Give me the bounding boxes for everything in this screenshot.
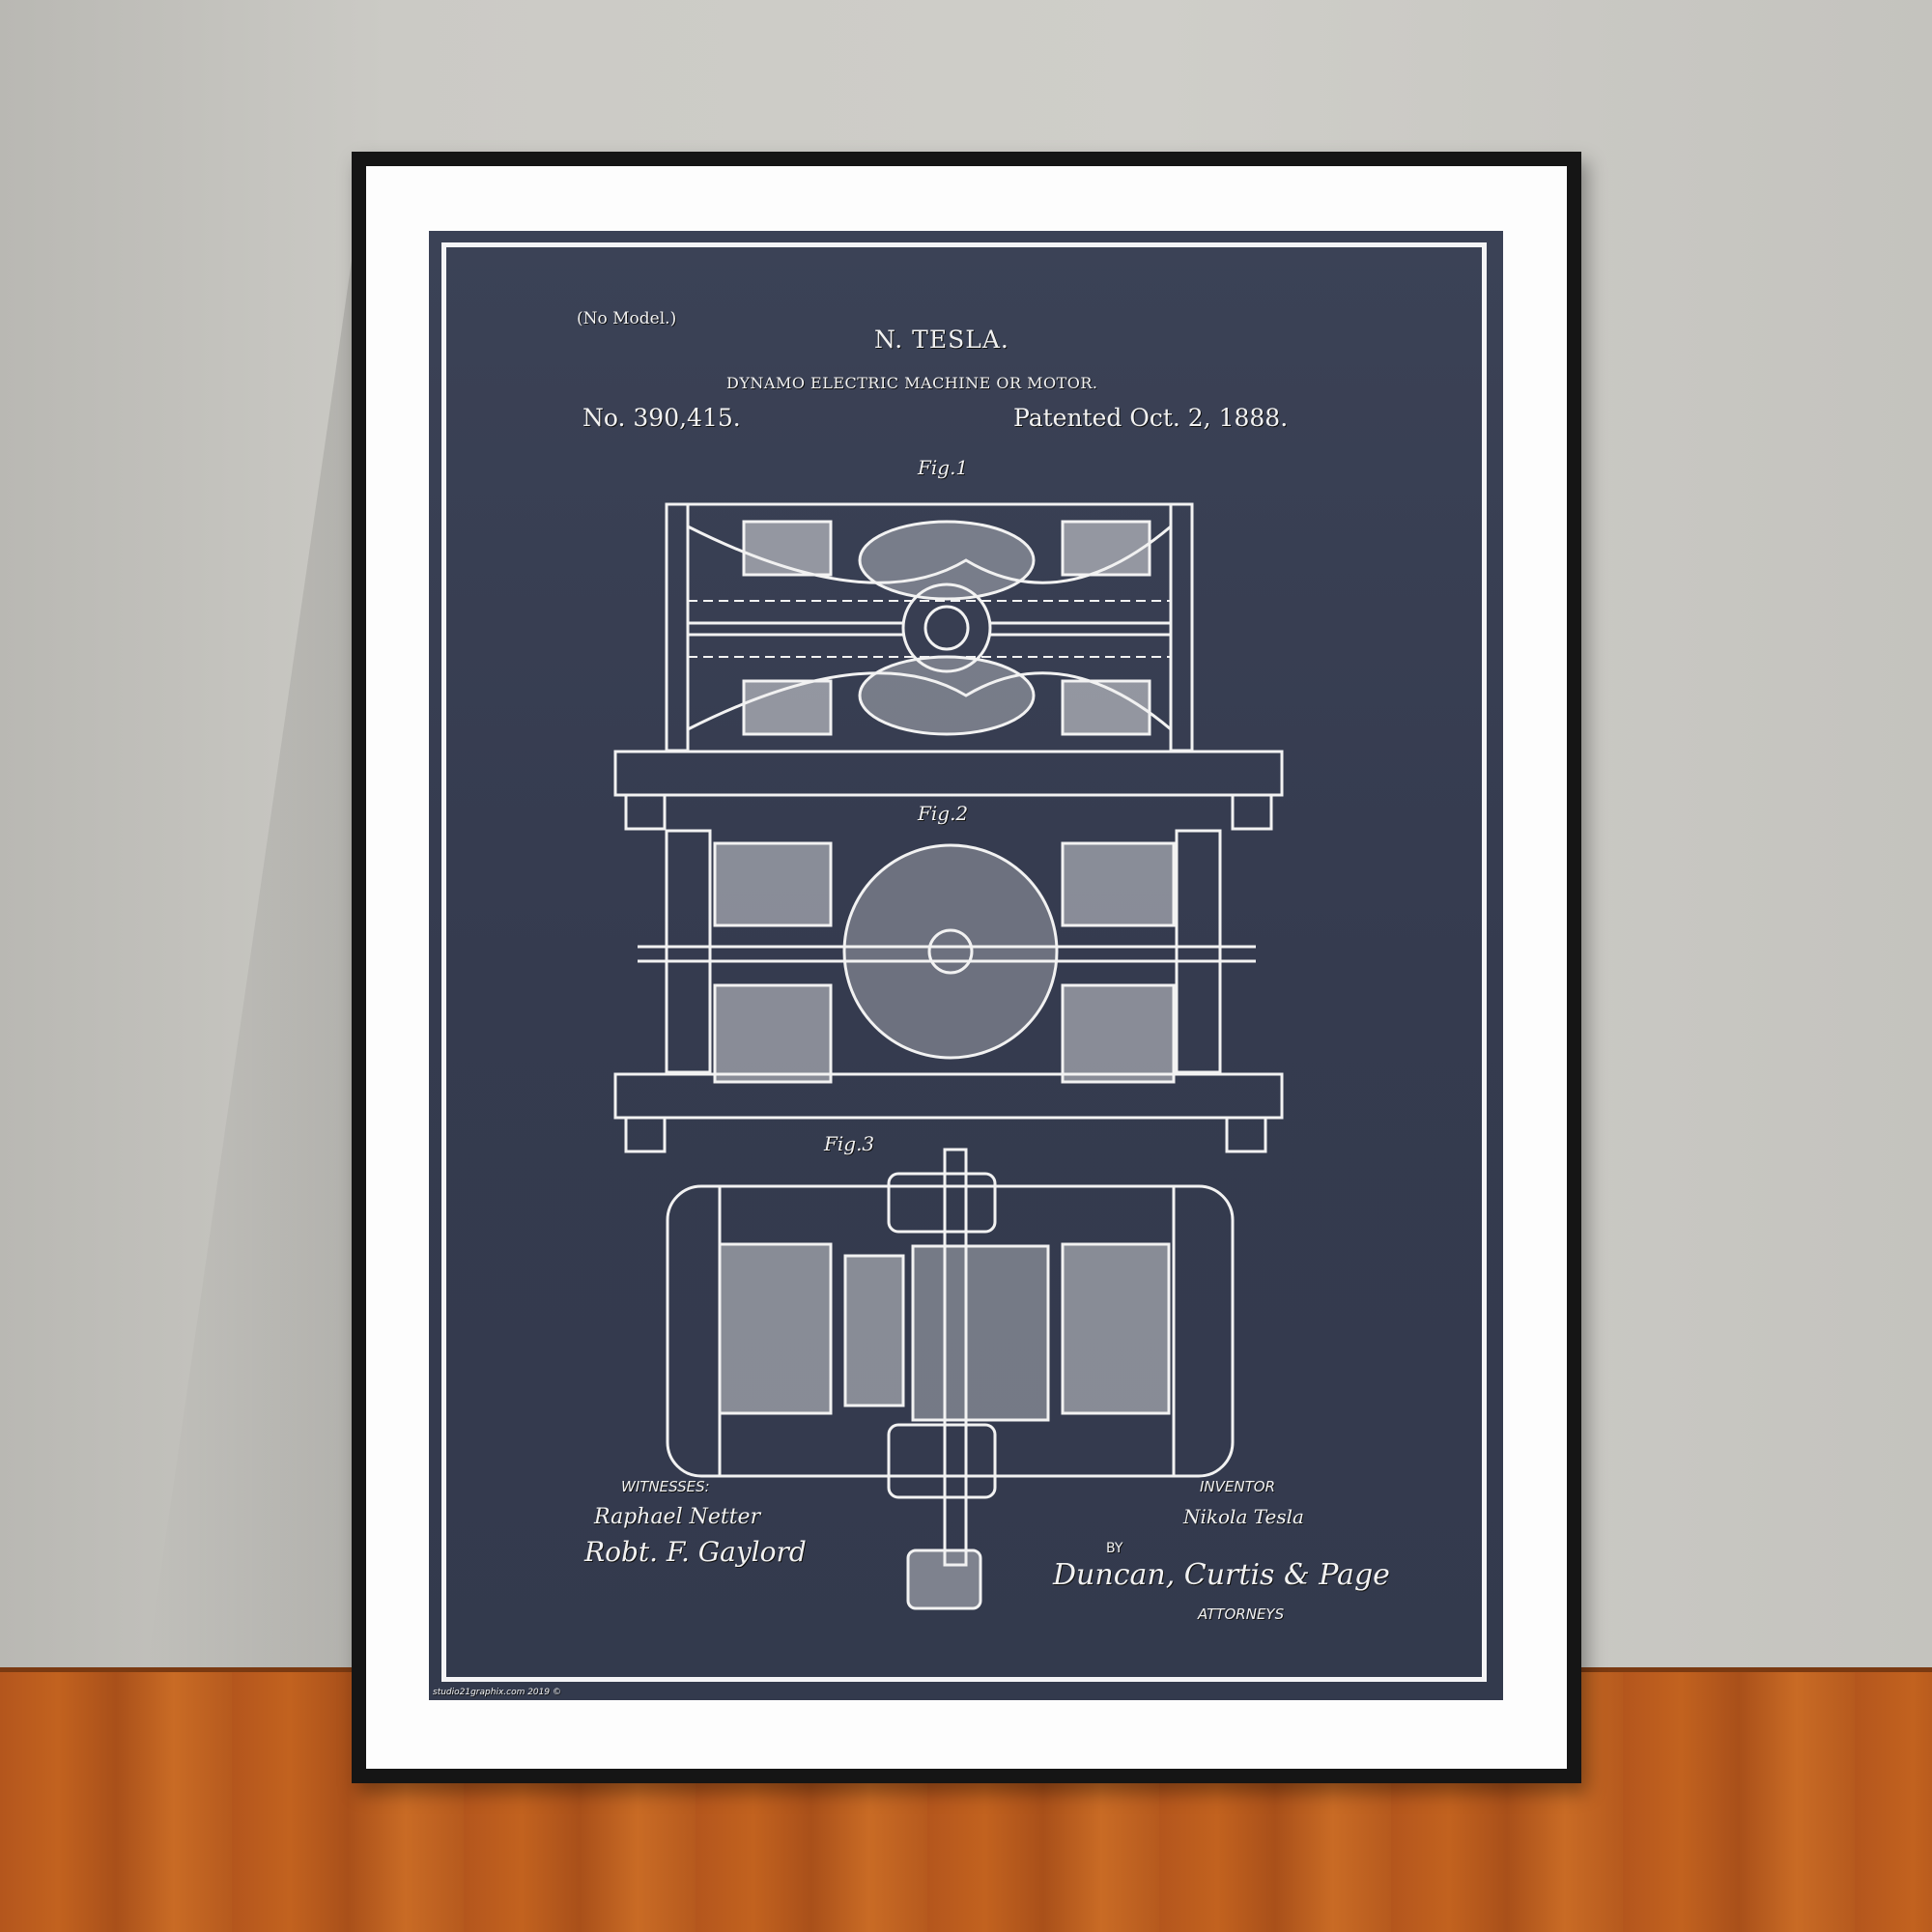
fig1-label: Fig.1 <box>918 456 969 479</box>
patent-date: Patented Oct. 2, 1888. <box>1013 404 1289 432</box>
fig2-drawing <box>613 829 1284 1153</box>
inventor-label: INVENTOR <box>1200 1478 1275 1495</box>
watermark: studio21graphix.com 2019 © <box>433 1688 561 1697</box>
fig2-label: Fig.2 <box>918 802 969 825</box>
witnesses-label: WITNESSES: <box>621 1478 710 1495</box>
witness-signature-1: Raphael Netter <box>594 1505 761 1529</box>
inventor-heading: N. TESLA. <box>874 326 1009 354</box>
fig3-label: Fig.3 <box>824 1132 875 1155</box>
attorneys-signature: Duncan, Curtis & Page <box>1053 1558 1390 1592</box>
poster-border <box>441 242 1487 1682</box>
patent-number: No. 390,415. <box>582 404 741 432</box>
by-label: BY <box>1106 1541 1123 1556</box>
witness-signature-2: Robt. F. Gaylord <box>584 1536 807 1568</box>
attorneys-label: ATTORNEYS <box>1198 1605 1285 1623</box>
inventor-signature: Nikola Tesla <box>1183 1505 1304 1528</box>
patent-title: DYNAMO ELECTRIC MACHINE OR MOTOR. <box>726 374 1098 392</box>
no-model-note: (No Model.) <box>577 309 677 328</box>
fig1-drawing <box>613 502 1284 831</box>
fig3-drawing <box>666 1148 1235 1610</box>
